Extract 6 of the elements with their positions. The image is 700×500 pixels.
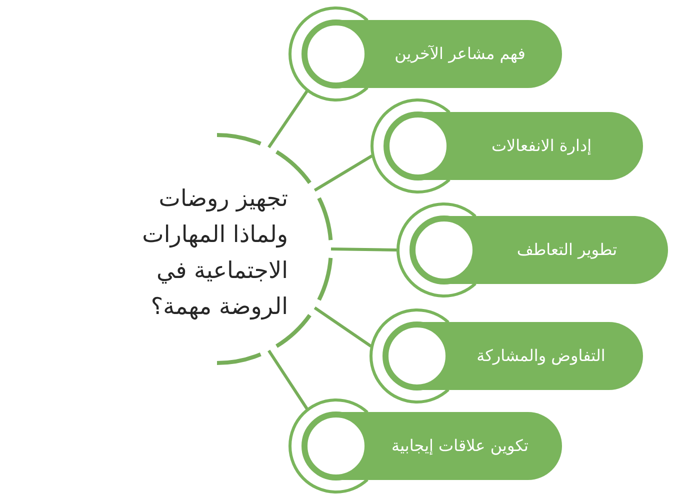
connector-line xyxy=(330,248,398,252)
topic-text: تجهيز روضات ولماذا المهارات الاجتماعية في الروضة مهمة؟ xyxy=(141,185,288,322)
connector-line xyxy=(314,154,373,192)
connector-line xyxy=(268,90,308,148)
connector-line xyxy=(268,350,308,410)
connector-line xyxy=(314,306,372,348)
